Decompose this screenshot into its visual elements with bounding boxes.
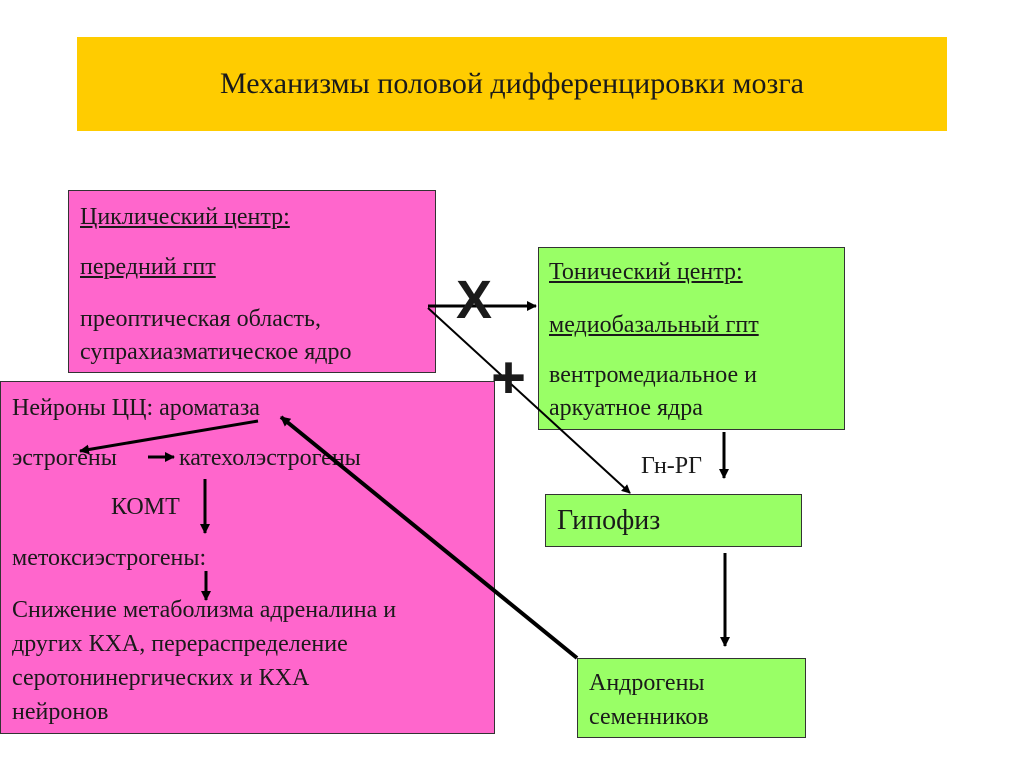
tonic-center-line2: вентромедиальное и bbox=[549, 362, 758, 388]
cyclic-center-line1: передний гпт bbox=[80, 254, 216, 280]
diagram-title: Механизмы половой дифференцировки мозга bbox=[219, 67, 804, 100]
inhibition-mark: X bbox=[456, 270, 493, 330]
gnrh-label: Гн-РГ bbox=[641, 453, 703, 479]
effect-line1: Снижение метаболизма адреналина и bbox=[12, 597, 397, 623]
neurons-aromatase-text: Нейроны ЦЦ: ароматаза bbox=[12, 395, 260, 421]
cyclic-center-box: Циклический центр: передний гпт преоптич… bbox=[68, 190, 436, 373]
stimulation-mark: + bbox=[491, 344, 527, 411]
neurons-box: Нейроны ЦЦ: ароматаза эстрогены катехолэ… bbox=[0, 381, 495, 734]
androgens-line1: Андрогены bbox=[589, 670, 705, 696]
effect-line4: нейронов bbox=[12, 699, 109, 725]
androgens-box: Андрогены семенников bbox=[577, 658, 806, 738]
methoxyestrogens-text: метоксиэстрогены: bbox=[12, 545, 207, 571]
tonic-center-box: Тонический центр: медиобазальный гпт вен… bbox=[538, 247, 845, 430]
tonic-center-line3: аркуатное ядра bbox=[549, 395, 703, 421]
cyclic-center-line2: преоптическая область, bbox=[80, 306, 321, 332]
effect-line2: других КХА, перераспределение bbox=[12, 631, 348, 657]
tonic-center-heading: Тонический центр: bbox=[549, 259, 743, 285]
cyclic-center-heading: Циклический центр: bbox=[80, 204, 290, 230]
title-banner: Механизмы половой дифференцировки мозга bbox=[77, 37, 947, 131]
komt-text: КОМТ bbox=[111, 494, 180, 520]
tonic-center-line1: медиобазальный гпт bbox=[549, 312, 759, 338]
pituitary-box: Гипофиз bbox=[545, 494, 802, 547]
cyclic-center-line3: супрахиазматическое ядро bbox=[80, 339, 352, 365]
catecholestrogens-text: катехолэстрогены bbox=[179, 445, 361, 471]
estrogens-text: эстрогены bbox=[12, 445, 117, 471]
effect-line3: серотонинергических и КХА bbox=[12, 665, 310, 691]
androgens-line2: семенников bbox=[589, 704, 709, 730]
pituitary-label: Гипофиз bbox=[557, 505, 661, 536]
